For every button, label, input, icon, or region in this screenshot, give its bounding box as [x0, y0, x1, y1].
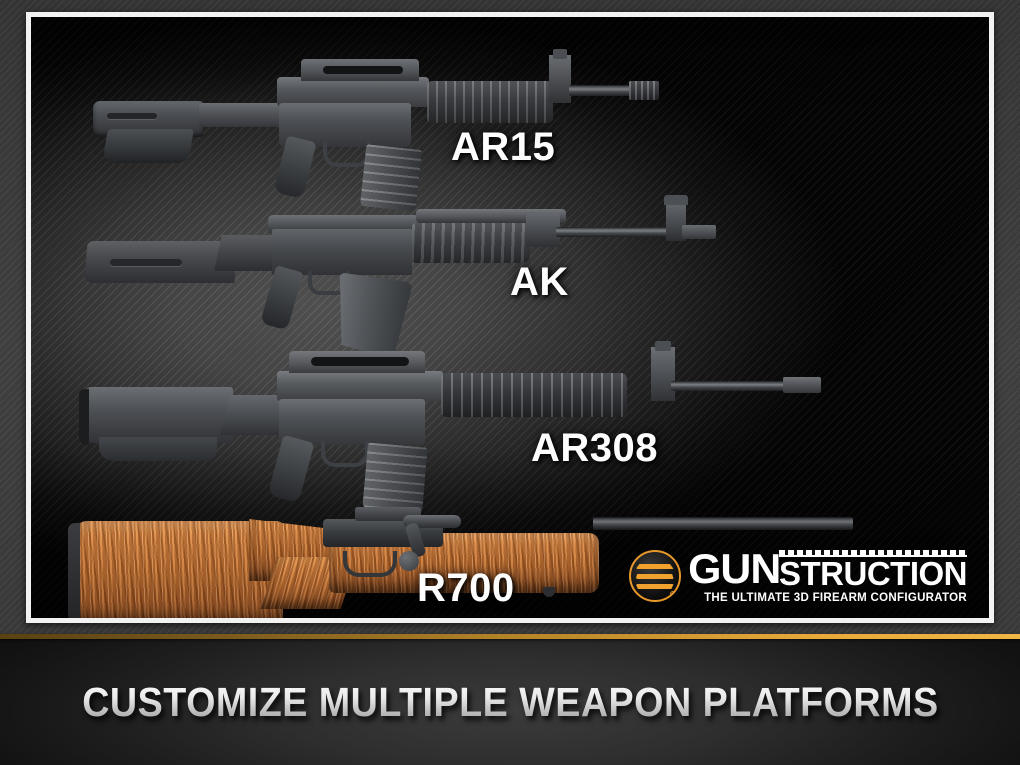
gunstruction-logo: GUN STRUCTION THE ULTIMATE 3D FIREARM CO… [628, 545, 968, 605]
logo-wordmark: GUN STRUCTION [687, 545, 968, 592]
logo-word-gun: GUN [687, 545, 781, 592]
caption-bar: CUSTOMIZE MULTIPLE WEAPON PLATFORMS [0, 639, 1020, 765]
weapon-label-r700: R700 [417, 566, 515, 610]
weapon-label-ar15: AR15 [451, 125, 556, 169]
weapon-label-ak: AK [510, 260, 569, 304]
photo-frame: AR15 AK AR308 R700 GUN STRUCTIO [26, 12, 994, 623]
logo-word-struction: STRUCTION [779, 555, 968, 592]
gold-divider [0, 634, 1020, 639]
weapon-r700-rifle [68, 495, 853, 618]
weapon-ar308-rifle [79, 341, 843, 514]
slide-image-area: AR15 AK AR308 R700 GUN STRUCTIO [26, 12, 994, 623]
logo-struction-wrap: STRUCTION [779, 550, 968, 592]
weapon-ar15-rifle [91, 41, 659, 212]
weapon-ak-rifle [84, 185, 726, 325]
logo-text-block: GUN STRUCTION THE ULTIMATE 3D FIREARM CO… [687, 545, 968, 605]
picatinny-rail-icon [779, 550, 967, 557]
logo-tagline: THE ULTIMATE 3D FIREARM CONFIGURATOR [704, 592, 967, 604]
weapon-label-ar308: AR308 [531, 426, 659, 470]
gunstruction-circle-logo-icon [628, 550, 681, 602]
caption-headline: CUSTOMIZE MULTIPLE WEAPON PLATFORMS [81, 678, 939, 725]
